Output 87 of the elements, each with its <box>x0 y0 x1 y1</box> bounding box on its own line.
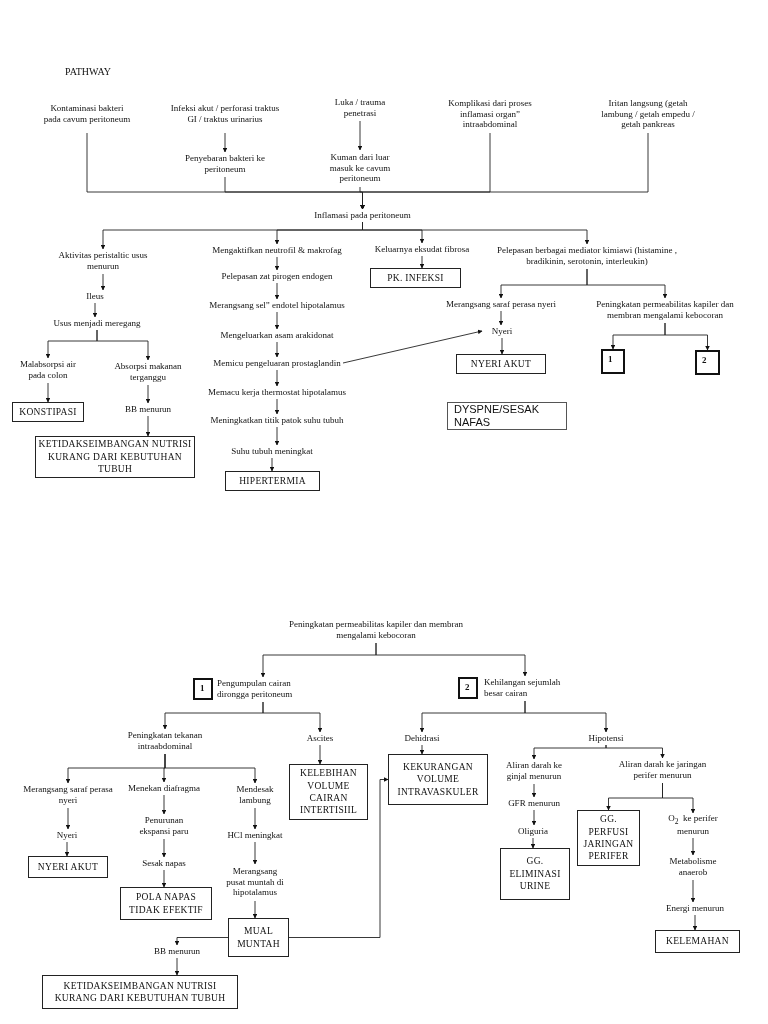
step-text: Menekan diafragma <box>127 782 201 794</box>
title: PATHWAY <box>65 66 111 77</box>
diagnosis-label: GG. PERFUSI JARINGAN PERIFER <box>582 813 635 863</box>
step-text: Suhu tubuh meningkat <box>231 445 313 457</box>
number-box <box>458 677 478 699</box>
number-box <box>601 349 625 374</box>
diagnosis-box <box>370 268 461 288</box>
diagnosis-label: GG. ELIMINASI URINE <box>508 855 562 893</box>
diagnosis-box <box>655 930 740 953</box>
step-text: Merangsang pusat muntah di hipotalamus <box>225 865 285 899</box>
step-text: Ileus <box>86 290 104 302</box>
step-text: Merangsang sel” endotel hipotalamus <box>209 299 345 311</box>
number-box <box>193 678 213 700</box>
diagnosis-label: NYERI AKUT <box>470 357 532 371</box>
box-number: 2 <box>702 355 707 366</box>
diagnosis-label: KETIDAKSEIMBANGAN NUTRISI KURANG DARI KEBUTUHAN TUBUH <box>38 438 192 476</box>
step-text: Penurunan ekspansi paru <box>138 815 190 837</box>
number-box <box>695 350 720 375</box>
step-text: GFR menurun <box>508 797 560 809</box>
step-text: Aliran darah ke ginjal menurun <box>505 760 563 782</box>
diagnosis-box <box>12 402 84 422</box>
step-text: HCl meningkat <box>227 829 283 841</box>
diagnosis-box <box>225 471 320 491</box>
step-text: Kontaminasi bakteri pada cavum peritoneum <box>42 103 132 125</box>
step-text: Peningkatan permeabilitas kapiler dan membran mengalami kebocoran <box>595 299 735 321</box>
step-text: Aliran darah ke jaringan perifer menurun <box>617 759 708 781</box>
diagnosis-box <box>228 918 289 957</box>
step-text: Luka / trauma penetrasi <box>333 97 387 119</box>
diagnosis-box <box>388 754 488 805</box>
box-number: 2 <box>465 682 470 693</box>
step-text: Pelepasan berbagai mediator kimiawi (histamine , bradikinin, serotonin, interleukin) <box>497 245 677 267</box>
diagnosis-label: DYSPNE/SESAK NAFAS <box>454 402 540 430</box>
diagnosis-label: KEKURANGAN VOLUME INTRAVASKULER <box>396 761 480 798</box>
diagnosis-box <box>28 856 108 878</box>
diagnosis-label: KELEBIHAN VOLUME CAIRAN INTERTISIIL <box>298 767 359 817</box>
step-text: Meningkatkan titik patok suhu tubuh <box>210 414 344 426</box>
diagnosis-box <box>456 354 546 374</box>
step-text: Inflamasi pada peritoneum <box>314 209 411 221</box>
diagnosis-box <box>500 848 570 900</box>
box-number: 1 <box>608 354 613 365</box>
step-text: Mendesak lambung <box>235 784 275 806</box>
step-text: Mengeluarkan asam arakidonat <box>220 329 334 341</box>
step-text: Penyebaran bakteri ke peritoneum <box>184 153 266 175</box>
step-text: Nyeri <box>56 829 78 841</box>
step-text: Kuman dari luar masuk ke cavum peritoneum <box>328 151 392 185</box>
step-text: O$_{2}$ ke perifer menurun <box>667 813 719 837</box>
step-text: Energi menurun <box>665 902 725 914</box>
diagnosis-box <box>289 764 368 820</box>
diagnosis-box <box>447 402 567 430</box>
step-text: Absorpsi makanan terganggu <box>113 361 183 383</box>
step-text: Peningkatan permeabilitas kapiler dan membran mengalami kebocoran <box>288 619 464 641</box>
step-text: Nyeri <box>491 325 513 337</box>
diagnosis-label: KETIDAKSEIMBANGAN NUTRISI KURANG DARI KEBUTUHAN TUBUH <box>53 979 227 1005</box>
step-text: Iritan langsung (getah lambung / getah empedu / getah pankreas <box>600 97 696 131</box>
step-text: Merangsang saraf perasa nyeri <box>445 298 557 310</box>
step-text: Merangsang saraf perasa nyeri <box>23 784 113 806</box>
step-text: Usus menjadi meregang <box>53 317 141 329</box>
diagnosis-box <box>120 887 212 920</box>
step-text: Komplikasi dari proses inflamasi organ” intraabdominal <box>447 97 533 131</box>
step-text: Mengaktifkan neutrofil & makrofag <box>212 244 342 256</box>
step-text: Aktivitas peristaltic usus menurun <box>57 250 149 272</box>
step-text: Oliguria <box>518 825 548 837</box>
step-text: BB menurun <box>153 945 201 957</box>
step-text: Keluarnya eksudat fibrosa <box>374 243 470 255</box>
diagnosis-label: POLA NAPAS TIDAK EFEKTIF <box>128 891 204 916</box>
diagnosis-label: KONSTIPASI <box>19 405 77 419</box>
step-text: Memacu kerja thermostat hipotalamus <box>207 386 347 398</box>
diagnosis-box <box>42 975 238 1009</box>
step-text: Ascites <box>306 732 334 744</box>
step-text: Peningkatan tekanan intraabdominal <box>126 730 204 752</box>
step-text: Dehidrasi <box>404 732 440 744</box>
step-text: Sesak napas <box>142 857 186 869</box>
step-text: Hipotensi <box>588 732 624 744</box>
diagnosis-label: NYERI AKUT <box>37 860 99 874</box>
diagnosis-label: HIPERTERMIA <box>239 474 306 488</box>
step-text: Pengumpulan cairan dirongga peritoneum <box>217 678 294 700</box>
step-text: Infeksi akut / perforasi traktus GI / traktus urinarius <box>170 103 280 125</box>
diagnosis-label: PK. INFEKSI <box>387 271 444 285</box>
diagnosis-label: MUAL MUNTAH <box>236 925 281 950</box>
step-text: Kehilangan sejumlah besar cairan <box>484 677 562 699</box>
step-text: Memicu pengeluaran prostaglandin <box>213 357 341 369</box>
diagnosis-label: KELEMAHAN <box>666 935 729 948</box>
step-text: Malabsorpsi air pada colon <box>18 359 78 381</box>
step-text: BB menurun <box>124 403 172 415</box>
step-text: Metabolisme anaerob <box>668 856 718 878</box>
step-text: Pelepasan zat pirogen endogen <box>221 270 333 282</box>
box-number: 1 <box>200 683 205 694</box>
